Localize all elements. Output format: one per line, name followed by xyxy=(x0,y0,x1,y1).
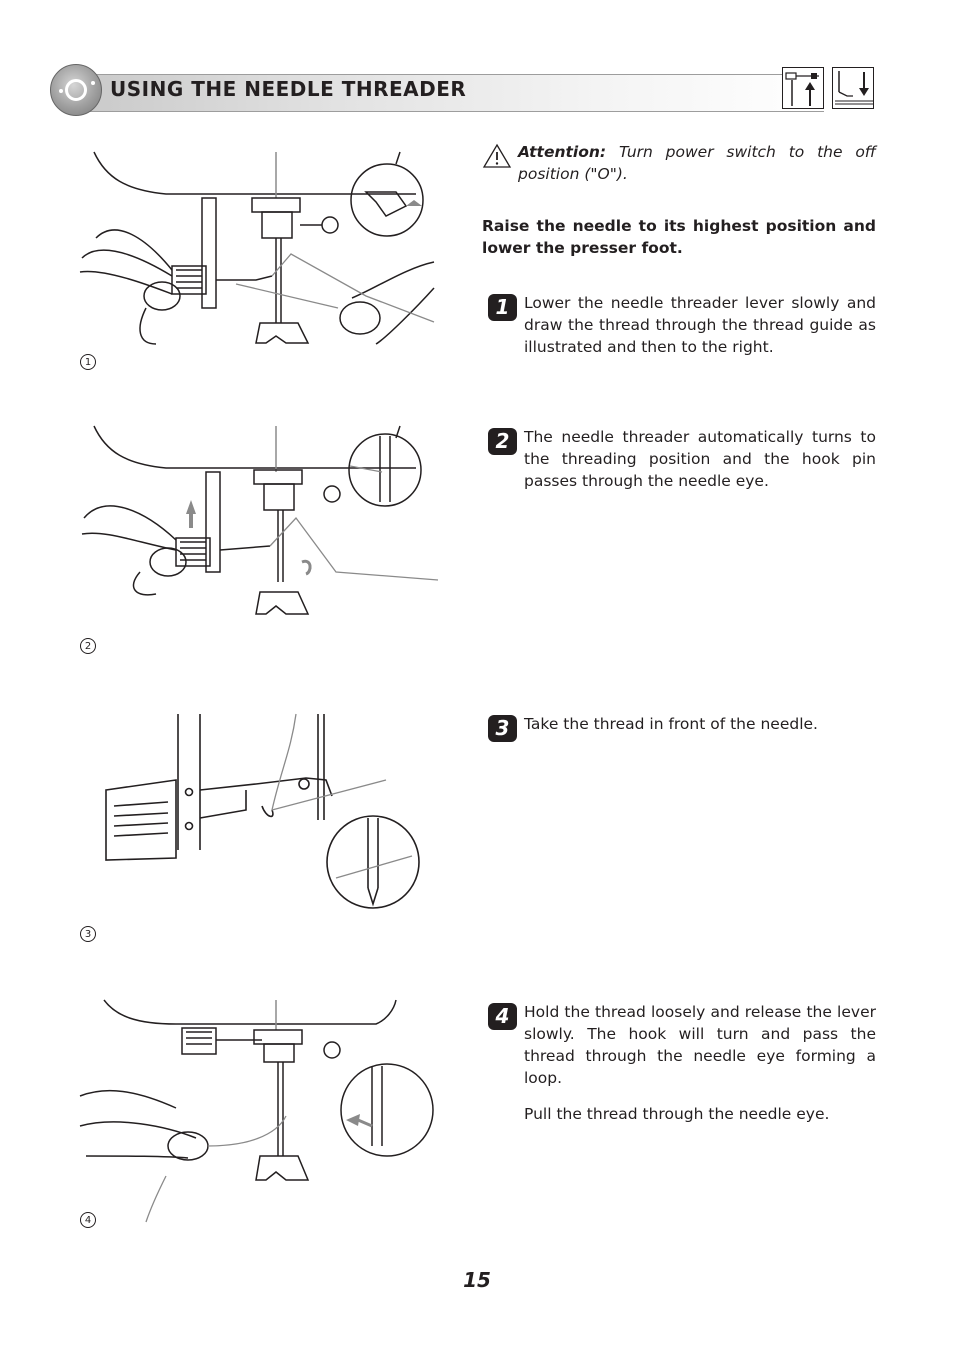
figure-4-illustration: 4 xyxy=(76,996,438,1232)
step-number-badge: 3 xyxy=(488,715,517,742)
presser-foot-icon xyxy=(832,67,874,109)
header-banner xyxy=(74,74,824,112)
step-3: 3 Take the thread in front of the needle… xyxy=(488,713,876,742)
page-title: USING THE NEEDLE THREADER xyxy=(110,77,467,101)
attention-note: Attention: Turn power switch to the off … xyxy=(482,141,876,185)
step-number-badge: 4 xyxy=(488,1003,517,1030)
figure-3-illustration: 3 xyxy=(76,710,438,946)
page-number: 15 xyxy=(463,1268,491,1292)
step-text: Hold the thread loosely and release the … xyxy=(524,1003,876,1087)
step-number-badge: 1 xyxy=(488,294,517,321)
figure-number: 4 xyxy=(80,1212,96,1228)
figure-1-illustration: 1 xyxy=(76,148,438,378)
step-number-badge: 2 xyxy=(488,428,517,455)
step-4: 4 Hold the thread loosely and release th… xyxy=(488,1001,876,1089)
intro-paragraph: Raise the needle to its highest position… xyxy=(482,217,876,257)
step-text: Take the thread in front of the needle. xyxy=(524,715,818,733)
figure-number: 2 xyxy=(80,638,96,654)
section-header: USING THE NEEDLE THREADER xyxy=(50,64,878,116)
step-text: The needle threader automatically turns … xyxy=(524,428,876,490)
header-icon-group xyxy=(782,67,876,111)
figure-number: 3 xyxy=(80,926,96,942)
attention-text: Turn power switch to the off position ("… xyxy=(518,143,876,183)
figure-number: 1 xyxy=(80,354,96,370)
warning-icon xyxy=(482,143,512,168)
figure-2-illustration: 2 xyxy=(76,422,439,662)
step-4-extra-paragraph: Pull the thread through the needle eye. xyxy=(524,1105,830,1123)
attention-label: Attention: xyxy=(518,143,607,161)
step-text: Lower the needle threader lever slowly a… xyxy=(524,294,876,356)
needle-position-icon xyxy=(782,67,824,109)
step-2: 2 The needle threader automatically turn… xyxy=(488,426,876,492)
step-1: 1 Lower the needle threader lever slowly… xyxy=(488,292,876,358)
section-bullet-icon xyxy=(50,64,102,116)
